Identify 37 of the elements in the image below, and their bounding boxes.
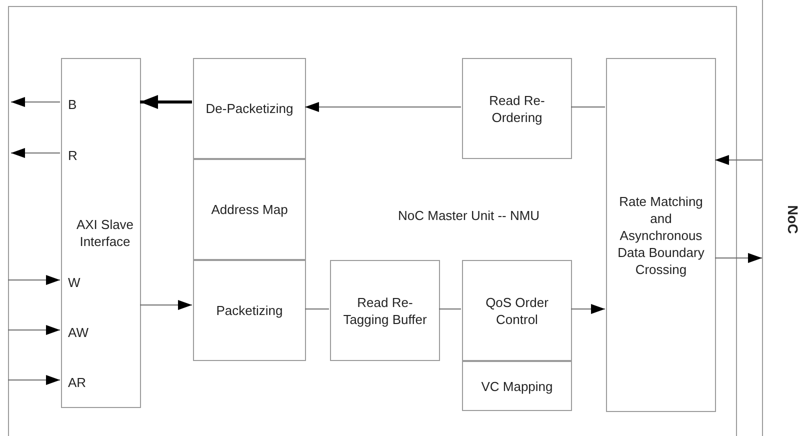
box-label: De-Packetizing (204, 100, 294, 117)
unit-region (8, 6, 737, 436)
arrow (8, 375, 60, 385)
box-label: QoS Order Control (484, 294, 550, 328)
arrow (10, 97, 60, 107)
box-label: Read Re-Tagging Buffer (342, 294, 428, 328)
block-label: AXI Slave Interface (75, 216, 135, 250)
box-label: Read Re-Ordering (488, 92, 546, 126)
process-box (193, 159, 306, 260)
process-box (330, 260, 440, 361)
arrow (304, 102, 462, 112)
process-box (606, 58, 716, 412)
box-label: Address Map (210, 201, 289, 218)
box-label: Packetizing (215, 302, 284, 319)
signal-label: B (67, 96, 78, 113)
arrow (10, 148, 60, 158)
box-label: VC Mapping (480, 378, 554, 394)
arrow (714, 155, 762, 165)
region-title: NoC Master Unit -- NMU (397, 207, 541, 224)
arrow (8, 275, 60, 285)
process-box (462, 58, 572, 159)
arrow (140, 300, 192, 310)
interface-block (61, 58, 141, 408)
signal-label: W (67, 274, 82, 291)
arrow (570, 304, 606, 314)
box-label: Rate Matching and Asynchronous Data Boundary Crossing (616, 192, 706, 278)
arrow (714, 253, 762, 263)
signal-label: AR (67, 374, 88, 391)
signal-label: R (67, 147, 78, 164)
arrow (140, 95, 192, 109)
process-box (193, 58, 306, 159)
network-label: NoC (784, 204, 801, 236)
process-box (193, 260, 306, 361)
arrow (8, 325, 60, 335)
signal-label: AW (67, 324, 90, 341)
process-box (462, 260, 572, 361)
process-box (462, 361, 572, 411)
